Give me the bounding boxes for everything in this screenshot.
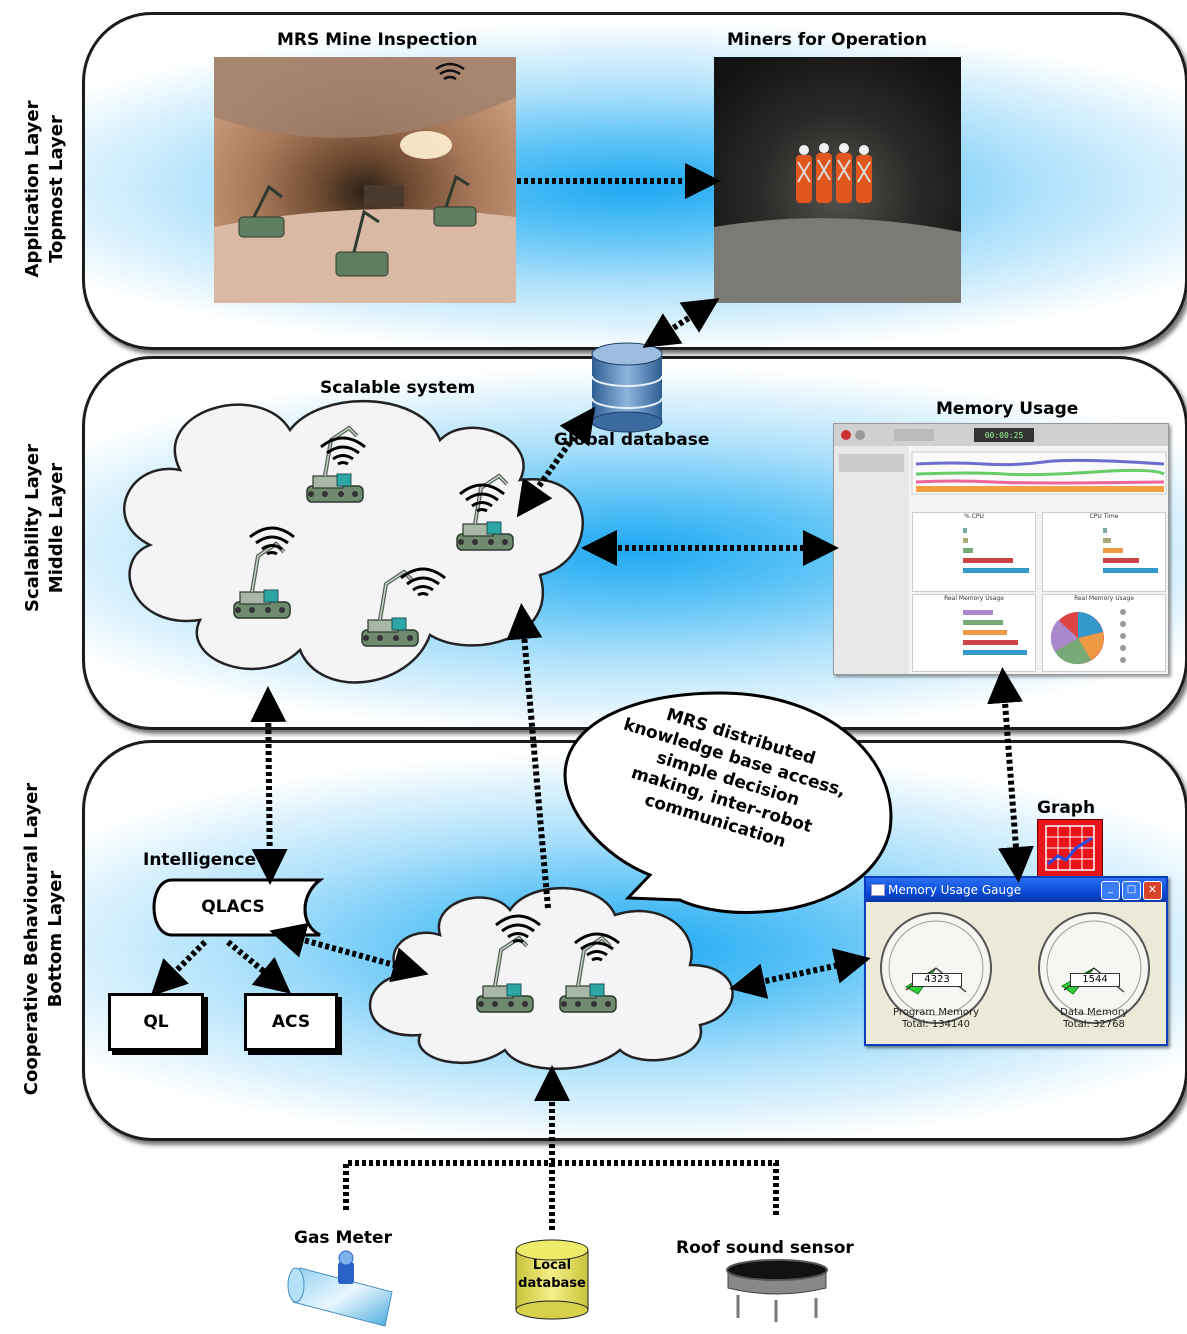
close-button[interactable]: ✕ bbox=[1143, 881, 1162, 900]
minimize-button[interactable]: _ bbox=[1101, 881, 1120, 900]
scalable-system-cloud bbox=[123, 399, 584, 684]
arrow-qlacs-to-coop bbox=[269, 922, 429, 983]
qlacs-label: QLACS bbox=[201, 897, 265, 917]
intelligence-caption: Intelligence bbox=[143, 850, 256, 870]
local-database-caption: Local database bbox=[516, 1257, 588, 1293]
memory-usage-caption: Memory Usage bbox=[936, 399, 1079, 419]
sensor-bus-line bbox=[343, 1160, 779, 1218]
program-memory-total: Total: 134140 bbox=[901, 1019, 971, 1030]
arrow-cloud-to-qlacs bbox=[250, 686, 288, 885]
program-memory-label: Program Memory Total: 134140 bbox=[886, 1007, 986, 1031]
miners-photo bbox=[714, 57, 961, 303]
data-memory-label: Data Memory Total: 32768 bbox=[1044, 1007, 1144, 1031]
mrs-inspection-caption: MRS Mine Inspection bbox=[277, 30, 478, 50]
graph-icon bbox=[1037, 819, 1103, 879]
local-database-line2: database bbox=[518, 1276, 586, 1291]
arrow-coop-to-gauge bbox=[729, 948, 871, 999]
program-memory-gauge bbox=[880, 912, 992, 1024]
cooperative-cloud bbox=[368, 886, 734, 1070]
acs-box: ACS bbox=[244, 993, 338, 1051]
activity-monitor-screenshot: 00:00:25 % CPU CPU Time Real Memory Usag… bbox=[833, 423, 1169, 675]
speech-bubble bbox=[563, 691, 893, 915]
data-memory-value: 1544 bbox=[1070, 973, 1120, 987]
svg-text:00:00:25: 00:00:25 bbox=[985, 431, 1024, 440]
roof-sensor-caption: Roof sound sensor bbox=[676, 1238, 854, 1258]
arrow-qlacs-to-acs bbox=[226, 939, 291, 994]
scalable-system-caption: Scalable system bbox=[320, 378, 476, 398]
memory-gauge-title: Memory Usage Gauge bbox=[888, 883, 1022, 897]
maximize-button[interactable]: □ bbox=[1122, 881, 1141, 900]
arrow-coop-to-scalable bbox=[506, 603, 551, 909]
real-memory-panel: Real Memory Usage bbox=[912, 594, 1036, 672]
arrow-monitor-to-graph bbox=[987, 667, 1034, 883]
arrow-qlacs-to-ql bbox=[150, 939, 208, 997]
global-database-icon bbox=[591, 342, 663, 433]
cpu-panel-title: % CPU bbox=[964, 513, 984, 520]
real-memory-panel-title: Real Memory Usage bbox=[944, 595, 1004, 602]
gauges-graphic bbox=[880, 912, 1150, 1024]
local-database-line1: Local bbox=[532, 1258, 572, 1273]
cpu-panel: % CPU bbox=[912, 512, 1036, 592]
arrow-db-to-cloud bbox=[516, 406, 596, 518]
gas-meter-icon bbox=[287, 1250, 393, 1327]
graph-caption: Graph bbox=[1037, 798, 1096, 818]
memory-pie-panel-title: Real Memory Usage bbox=[1074, 595, 1134, 602]
memory-gauge-window: Memory Usage Gauge _ □ ✕ 4323 Program Me… bbox=[864, 876, 1168, 1046]
data-memory-total: Total: 32768 bbox=[1063, 1019, 1125, 1030]
miners-caption: Miners for Operation bbox=[727, 30, 927, 50]
window-icon bbox=[871, 884, 885, 896]
local-database-icon bbox=[515, 1239, 589, 1320]
ql-box: QL bbox=[108, 993, 204, 1051]
arrow-db-to-miners bbox=[642, 298, 720, 348]
program-memory-value: 4323 bbox=[912, 973, 962, 987]
qlacs-box bbox=[152, 878, 325, 937]
memory-pie-panel: Real Memory Usage bbox=[1042, 594, 1166, 672]
roof-sensor-icon bbox=[726, 1259, 828, 1322]
data-memory-name: Data Memory bbox=[1060, 1007, 1128, 1018]
program-memory-name: Program Memory bbox=[892, 1007, 980, 1018]
mine-tunnel-photo bbox=[214, 57, 516, 303]
gas-meter-caption: Gas Meter bbox=[294, 1228, 392, 1248]
cpu-time-panel: CPU Time bbox=[1042, 512, 1166, 592]
cpu-time-panel-title: CPU Time bbox=[1089, 513, 1119, 520]
